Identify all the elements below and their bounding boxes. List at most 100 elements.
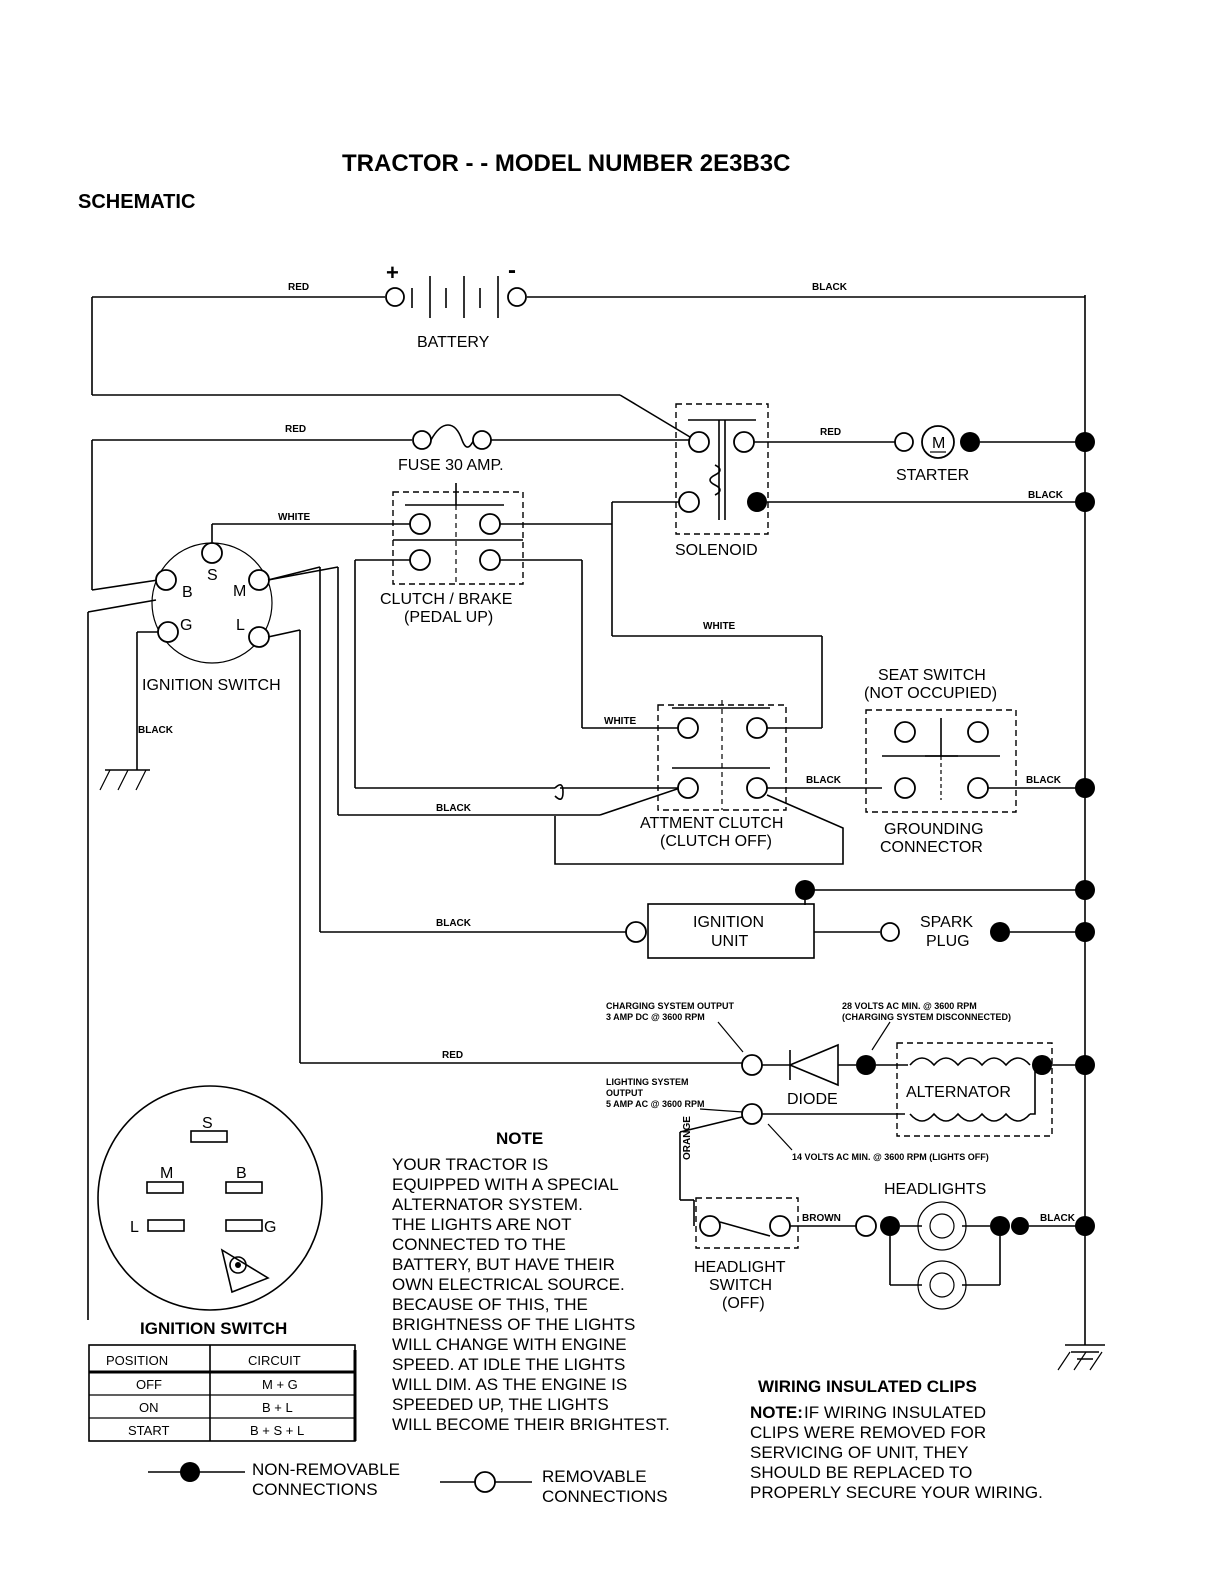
ground-bus <box>1057 295 1105 1371</box>
terminal-b: B <box>182 584 193 601</box>
seat-switch-label-2: (NOT OCCUPIED) <box>864 685 997 702</box>
table-cell-circuit: M + G <box>262 1377 298 1392</box>
wire-label-black-ground: BLACK <box>1026 775 1062 786</box>
wire-label-brown: BROWN <box>802 1213 841 1224</box>
table-header-circuit: CIRCUIT <box>248 1353 301 1368</box>
terminal-s: S <box>207 567 218 584</box>
table-cell-position: START <box>128 1423 169 1438</box>
wire-label-white-seat: WHITE <box>703 621 736 632</box>
wire-label-black-solenoid: BLACK <box>1028 490 1064 501</box>
terminal-l: L <box>236 617 245 634</box>
note-heading: NOTE <box>496 1129 543 1148</box>
clutch-brake-switch: CLUTCH / BRAKE (PEDAL UP) WHITE WHITE <box>354 483 823 800</box>
seat-switch: SEAT SWITCH (NOT OCCUPIED) GROUNDING CON… <box>864 667 1085 856</box>
battery-minus-sign: - <box>508 257 516 284</box>
headlight-switch-label-3: (OFF) <box>722 1295 765 1312</box>
headlights-label: HEADLIGHTS <box>884 1181 986 1198</box>
fuse-label: FUSE 30 AMP. <box>398 457 504 474</box>
alternator-note: NOTE YOUR TRACTOR IS EQUIPPED WITH A SPE… <box>392 1129 670 1434</box>
charging-output-text-1: CHARGING SYSTEM OUTPUT <box>606 1001 735 1011</box>
wire-label-red-battery: RED <box>288 282 309 293</box>
fuse: FUSE 30 AMP. RED <box>91 424 690 591</box>
page-subtitle: SCHEMATIC <box>78 191 195 213</box>
table-title: IGNITION SWITCH <box>140 1319 287 1338</box>
starter-label: STARTER <box>896 467 969 484</box>
clutch-brake-label-1: CLUTCH / BRAKE <box>380 591 512 608</box>
wiring-clips-note: WIRING INSULATED CLIPS NOTE: IF WIRING I… <box>750 1377 1043 1502</box>
note-line: WILL BECOME THEIR BRIGHTEST. <box>392 1415 670 1434</box>
battery-label: BATTERY <box>417 334 490 351</box>
attment-clutch-label-1: ATTMENT CLUTCH <box>640 815 783 832</box>
wiring-clips-line: PROPERLY SECURE YOUR WIRING. <box>750 1483 1043 1502</box>
wire-label-black-ign-unit: BLACK <box>436 918 472 929</box>
face-terminal-m: M <box>160 1165 173 1182</box>
note-line: YOUR TRACTOR IS <box>392 1155 548 1174</box>
wire-label-white-attment: WHITE <box>604 716 637 727</box>
ignition-switch-table: IGNITION SWITCH POSITION CIRCUIT OFF M +… <box>88 1319 357 1442</box>
note-line: ALTERNATOR SYSTEM. <box>392 1195 583 1214</box>
wire-label-red-alt: RED <box>442 1050 463 1061</box>
lighting-output-text-3: 5 AMP AC @ 3600 RPM <box>606 1099 704 1109</box>
ignition-unit-label-1: IGNITION <box>693 914 764 931</box>
volts-28-text-1: 28 VOLTS AC MIN. @ 3600 RPM <box>842 1001 977 1011</box>
face-terminal-g: G <box>264 1219 276 1236</box>
headlight-switch: HEADLIGHT SWITCH (OFF) BROWN <box>694 1197 856 1312</box>
headlight-switch-label-1: HEADLIGHT <box>694 1259 786 1276</box>
table-cell-circuit: B + L <box>262 1400 293 1415</box>
ignition-switch-label: IGNITION SWITCH <box>142 677 281 694</box>
headlights: HEADLIGHTS BLACK <box>855 1181 1085 1310</box>
wiring-clips-heading: WIRING INSULATED CLIPS <box>758 1377 977 1396</box>
face-terminal-s: S <box>202 1115 213 1132</box>
page-title: TRACTOR - - MODEL NUMBER 2E3B3C <box>342 150 790 177</box>
note-line: CONNECTED TO THE <box>392 1235 566 1254</box>
legend-non-removable-1: NON-REMOVABLE <box>252 1460 400 1479</box>
wire-label-white-ign: WHITE <box>278 512 311 523</box>
wiring-clips-line: CLIPS WERE REMOVED FOR <box>750 1423 986 1442</box>
wire-label-black-battery: BLACK <box>812 282 848 293</box>
table-header-position: POSITION <box>106 1353 168 1368</box>
ignition-switch-face: S M B L G <box>97 1085 323 1311</box>
note-line: THE LIGHTS ARE NOT <box>392 1215 571 1234</box>
legend-removable-1: REMOVABLE <box>542 1467 647 1486</box>
clutch-brake-label-2: (PEDAL UP) <box>404 609 493 626</box>
wire-label-red-fuse: RED <box>285 424 306 435</box>
wire-label-black-ign: BLACK <box>138 725 174 736</box>
table-cell-circuit: B + S + L <box>250 1423 304 1438</box>
face-terminal-l: L <box>130 1219 139 1236</box>
alternator-section: CHARGING SYSTEM OUTPUT 3 AMP DC @ 3600 R… <box>606 1001 1085 1226</box>
battery-plus-sign: + <box>386 260 399 285</box>
ground-bus-connections <box>795 432 1095 1236</box>
starter-motor-letter: M <box>932 435 945 452</box>
attment-clutch: ATTMENT CLUTCH (CLUTCH OFF) BLACK <box>554 700 882 865</box>
table-cell-position: OFF <box>136 1377 162 1392</box>
note-line: OWN ELECTRICAL SOURCE. <box>392 1275 625 1294</box>
ignition-unit-label-2: UNIT <box>711 933 749 950</box>
note-line: BECAUSE OF THIS, THE <box>392 1295 588 1314</box>
note-line: BRIGHTNESS OF THE LIGHTS <box>392 1315 635 1334</box>
wire-label-black-attment: BLACK <box>436 803 472 814</box>
grounding-label-1: GROUNDING <box>884 821 984 838</box>
table-cell-position: ON <box>139 1400 159 1415</box>
wiring-clips-line: SHOULD BE REPLACED TO <box>750 1463 972 1482</box>
wiring-clips-note-label: NOTE: <box>750 1403 803 1422</box>
note-line: WILL CHANGE WITH ENGINE <box>392 1335 627 1354</box>
battery: + - BATTERY RED BLACK <box>91 257 1085 438</box>
note-line: SPEED. AT IDLE THE LIGHTS <box>392 1355 625 1374</box>
spark-plug-label-2: PLUG <box>926 933 970 950</box>
seat-switch-label-1: SEAT SWITCH <box>878 667 986 684</box>
spark-plug-label-1: SPARK <box>920 914 973 931</box>
alternator-label: ALTERNATOR <box>906 1084 1011 1101</box>
ignition-switch: B S M G L IGNITION SWITCH WHITE BLACK BL… <box>87 512 743 1320</box>
wire-label-black-headlights: BLACK <box>1040 1213 1076 1224</box>
solenoid: SOLENOID RED BLACK <box>675 403 1085 559</box>
ignition-unit: IGNITION UNIT SPARK PLUG <box>625 889 1085 959</box>
terminal-g: G <box>180 617 192 634</box>
note-line: BATTERY, BUT HAVE THEIR <box>392 1255 615 1274</box>
note-line: WILL DIM. AS THE ENGINE IS <box>392 1375 627 1394</box>
wire-label-black-seat: BLACK <box>806 775 842 786</box>
volts-14-text: 14 VOLTS AC MIN. @ 3600 RPM (LIGHTS OFF) <box>792 1152 989 1162</box>
volts-28-text-2: (CHARGING SYSTEM DISCONNECTED) <box>842 1012 1011 1022</box>
wire-label-orange: ORANGE <box>682 1116 693 1160</box>
solenoid-label: SOLENOID <box>675 542 758 559</box>
